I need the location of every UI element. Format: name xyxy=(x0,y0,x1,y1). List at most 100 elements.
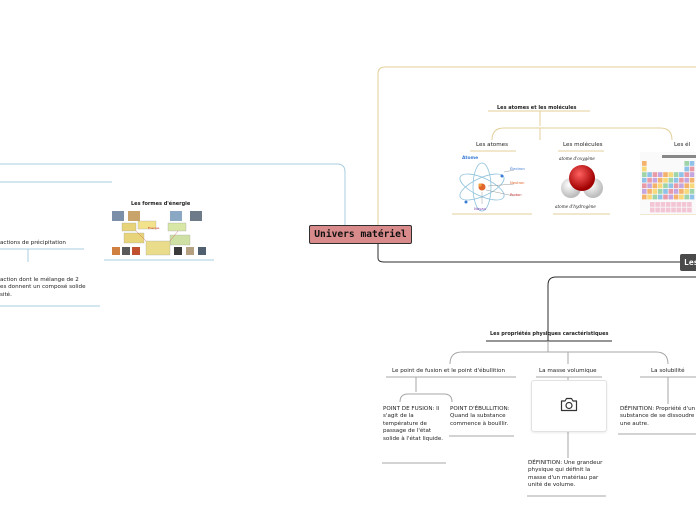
element-cell xyxy=(673,177,679,183)
element-cell xyxy=(687,202,692,207)
element-cell xyxy=(642,183,647,189)
element-cell xyxy=(652,189,658,194)
element-cell xyxy=(652,172,658,177)
topic-precipitation[interactable]: actions de précipitation xyxy=(0,240,66,246)
topic-formes-energie[interactable]: Les formes d'énergie xyxy=(131,201,191,207)
element-cell xyxy=(673,189,679,194)
element-cell xyxy=(684,194,689,200)
element-cell xyxy=(668,189,674,194)
element-cell xyxy=(657,177,663,183)
element-cell xyxy=(655,207,660,213)
topic-proprietes-physiques[interactable]: Les propriétés physiques caractéristique… xyxy=(490,331,609,337)
element-cell xyxy=(642,189,647,194)
element-cell xyxy=(647,183,652,189)
element-cell xyxy=(663,172,668,177)
element-cell xyxy=(684,183,689,189)
element-cell xyxy=(663,177,668,183)
element-cell xyxy=(657,189,663,194)
point-fusion-definition[interactable]: POINT DE FUSION: Il s'agit de la tempéra… xyxy=(383,406,444,442)
element-cell xyxy=(681,207,687,213)
element-cell xyxy=(671,202,676,207)
central-topic[interactable]: Univers matériel xyxy=(309,225,412,244)
water-molecule-diagram: atome d'oxygène atome d'hydrogène xyxy=(553,152,611,214)
element-cell xyxy=(676,207,682,213)
element-cell xyxy=(663,183,668,189)
topic-les-atomes[interactable]: Les atomes xyxy=(476,142,509,148)
element-cell xyxy=(681,202,687,207)
element-cell xyxy=(663,189,668,194)
energy-forms-image: Énergie xyxy=(108,209,212,259)
element-cell xyxy=(657,183,663,189)
electron-label: Électron xyxy=(510,167,525,171)
element-cell xyxy=(668,183,674,189)
element-cell xyxy=(673,194,679,200)
element-cell xyxy=(689,177,695,183)
element-cell xyxy=(668,177,674,183)
element-cell xyxy=(642,161,647,166)
element-cell xyxy=(652,183,658,189)
element-cell xyxy=(663,194,668,200)
element-cell xyxy=(650,207,655,213)
atom-label: Atome xyxy=(462,156,479,161)
element-cell xyxy=(647,189,652,194)
element-cell xyxy=(657,172,663,177)
element-cell xyxy=(689,189,695,194)
topic-les-molecules[interactable]: Les molécules xyxy=(563,142,603,148)
element-cell xyxy=(684,166,689,172)
element-cell xyxy=(652,194,658,200)
element-cell xyxy=(689,161,695,166)
element-cell xyxy=(668,172,674,177)
connector-proprietes-children xyxy=(449,341,669,365)
image-placeholder[interactable] xyxy=(531,380,607,432)
topic-point-fusion-ebullition[interactable]: Le point de fusion et le point d'ébullit… xyxy=(392,368,506,374)
masse-volumique-definition[interactable]: DÉFINITION: Une grandeur physique qui dé… xyxy=(528,460,603,489)
topic-atomes-molecules[interactable]: Les atomes et les molécules xyxy=(497,105,577,111)
periodic-table-image xyxy=(640,152,696,214)
right-topic-box[interactable]: Les xyxy=(680,254,696,271)
element-cell xyxy=(679,172,684,177)
element-cell xyxy=(679,194,684,200)
element-cell xyxy=(665,207,671,213)
element-cell xyxy=(679,189,684,194)
atom-diagram: Atome Électron Neutron Proton Noyau xyxy=(454,152,534,214)
element-cell xyxy=(655,202,660,207)
element-cell xyxy=(660,207,666,213)
element-cell xyxy=(689,194,695,200)
element-cell xyxy=(684,189,689,194)
noyau-label: Noyau xyxy=(474,206,487,211)
topic-les-elements[interactable]: Les él xyxy=(674,142,691,148)
element-cell xyxy=(673,183,679,189)
element-cell xyxy=(642,166,647,172)
element-cell xyxy=(684,172,689,177)
element-cell xyxy=(684,177,689,183)
element-cell xyxy=(652,177,658,183)
element-cell xyxy=(642,177,647,183)
element-cell xyxy=(689,166,695,172)
element-cell xyxy=(647,172,652,177)
camera-icon xyxy=(560,397,578,412)
neutron-label: Neutron xyxy=(510,181,525,185)
element-cell xyxy=(687,207,692,213)
element-cell xyxy=(660,202,666,207)
topic-masse-volumique[interactable]: La masse volumique xyxy=(539,368,597,374)
topic-solubilite[interactable]: La solubilité xyxy=(651,368,685,374)
connector-bottom-branch xyxy=(377,233,680,263)
element-cell xyxy=(689,172,695,177)
element-cell xyxy=(647,194,652,200)
solubilite-definition[interactable]: DÉFINITION: Propriété d'un substance de … xyxy=(620,406,696,427)
element-cell xyxy=(671,207,676,213)
element-cell xyxy=(647,177,652,183)
proton-label: Proton xyxy=(510,193,522,197)
element-cell xyxy=(668,194,674,200)
hydrogen-label: atome d'hydrogène xyxy=(555,204,596,209)
element-cell xyxy=(657,194,663,200)
element-cell xyxy=(665,202,671,207)
oxygen-label: atome d'oxygène xyxy=(559,156,595,161)
connector-top-branch xyxy=(377,66,696,234)
element-cell xyxy=(650,202,655,207)
topic-precipitation-definition[interactable]: action dont le mélange de 2 es donnent u… xyxy=(0,277,86,298)
point-ebullition-definition[interactable]: POINT D'ÉBULLITION: Quand la substance c… xyxy=(450,406,510,427)
element-cell xyxy=(689,183,695,189)
svg-text:Énergie: Énergie xyxy=(148,225,160,230)
